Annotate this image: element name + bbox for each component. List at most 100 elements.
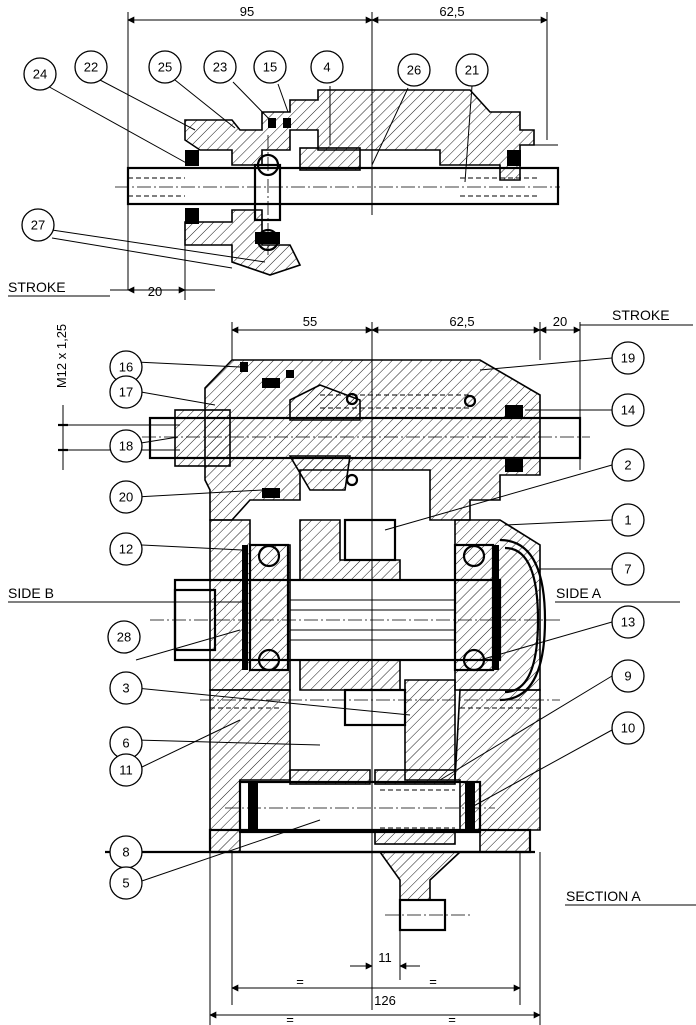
stroke-label-mid: STROKE (612, 307, 670, 323)
balloon-23: 23 (203, 50, 237, 84)
balloon-number: 24 (33, 67, 47, 82)
side-a-label: SIDE A (556, 585, 602, 601)
balloon-6: 6 (109, 726, 143, 760)
balloon-number: 23 (213, 60, 227, 75)
balloon-20: 20 (109, 480, 143, 514)
balloon-28: 28 (107, 620, 141, 654)
balloon-number: 20 (119, 490, 133, 505)
balloon-number: 3 (122, 681, 129, 696)
balloon-circle (148, 50, 182, 84)
balloon-number: 17 (119, 385, 133, 400)
balloon-25: 25 (148, 50, 182, 84)
balloon-number: 1 (624, 513, 631, 528)
balloon-circle (109, 480, 143, 514)
balloon-circle (109, 375, 143, 409)
balloon-number: 18 (119, 439, 133, 454)
dim-top-stroke-20: 20 (148, 284, 162, 299)
balloon-circle (310, 50, 344, 84)
balloon-number: 28 (117, 630, 131, 645)
balloon-circle (203, 50, 237, 84)
dim-mid-62-5: 62,5 (449, 314, 474, 329)
balloon-1: 1 (611, 503, 645, 537)
balloon-number: 8 (122, 845, 129, 860)
balloon-2: 2 (611, 448, 645, 482)
balloon-12: 12 (109, 532, 143, 566)
balloon-21: 21 (455, 53, 489, 87)
balloon-number: 22 (84, 60, 98, 75)
balloon-17: 17 (109, 375, 143, 409)
balloon-number: 2 (624, 458, 631, 473)
balloon-number: 7 (624, 562, 631, 577)
balloon-number: 6 (122, 736, 129, 751)
balloon-number: 21 (465, 63, 479, 78)
balloon-circle (109, 532, 143, 566)
stroke-label-top: STROKE (8, 279, 66, 295)
balloon-circle (611, 659, 645, 693)
dim-thread: M12 x 1,25 (54, 324, 69, 388)
dim-bottom-126: 126 (374, 993, 396, 1008)
balloon-8: 8 (109, 835, 143, 869)
balloon-number: 27 (31, 218, 45, 233)
balloon-circle (109, 866, 143, 900)
balloon-number: 12 (119, 542, 133, 557)
balloon-circle (253, 50, 287, 84)
balloon-circle (23, 57, 57, 91)
balloon-circle (397, 53, 431, 87)
balloon-19: 19 (611, 341, 645, 375)
balloon-circle (611, 503, 645, 537)
balloon-number: 14 (621, 403, 635, 418)
balloon-18: 18 (109, 429, 143, 463)
balloon-number: 13 (621, 615, 635, 630)
balloon-circle (109, 671, 143, 705)
main-section-view (8, 322, 696, 1025)
balloon-number: 25 (158, 60, 172, 75)
balloon-11: 11 (109, 753, 143, 787)
balloon-14: 14 (611, 393, 645, 427)
balloon-circle (611, 341, 645, 375)
balloon-circle (107, 620, 141, 654)
balloon-9: 9 (611, 659, 645, 693)
dim-eq-upper-left: = (296, 974, 304, 989)
balloon-number: 10 (621, 721, 635, 736)
balloon-number: 26 (407, 63, 421, 78)
balloon-4: 4 (310, 50, 344, 84)
balloon-13: 13 (611, 605, 645, 639)
balloon-number: 16 (119, 360, 133, 375)
balloon-26: 26 (397, 53, 431, 87)
balloon-number: 15 (263, 60, 277, 75)
side-b-label: SIDE B (8, 585, 54, 601)
balloon-3: 3 (109, 671, 143, 705)
balloon-24: 24 (23, 57, 57, 91)
balloon-circle (74, 50, 108, 84)
balloon-circle (611, 711, 645, 745)
balloon-number: 19 (621, 351, 635, 366)
balloon-27: 27 (21, 208, 55, 242)
balloon-circle (109, 753, 143, 787)
balloon-7: 7 (611, 552, 645, 586)
balloon-circle (611, 605, 645, 639)
top-detail-view (110, 12, 560, 300)
balloon-circle (455, 53, 489, 87)
leader-lines (43, 79, 613, 884)
dim-top-62-5: 62,5 (439, 4, 464, 19)
section-label: SECTION A (566, 888, 641, 904)
balloon-10: 10 (611, 711, 645, 745)
dim-top-95: 95 (240, 4, 254, 19)
balloon-circle (109, 429, 143, 463)
balloon-circle (611, 393, 645, 427)
balloon-22: 22 (74, 50, 108, 84)
dim-eq-lower-right: = (448, 1012, 456, 1025)
balloon-number: 4 (323, 60, 330, 75)
balloon-number: 9 (624, 669, 631, 684)
balloon-circle (611, 552, 645, 586)
dim-eq-lower-left: = (286, 1012, 294, 1025)
dim-mid-stroke-20: 20 (553, 314, 567, 329)
balloon-number: 5 (122, 876, 129, 891)
balloon-circle (611, 448, 645, 482)
balloon-5: 5 (109, 866, 143, 900)
dim-mid-55: 55 (303, 314, 317, 329)
balloon-16: 16 (109, 350, 143, 384)
balloon-circle (21, 208, 55, 242)
